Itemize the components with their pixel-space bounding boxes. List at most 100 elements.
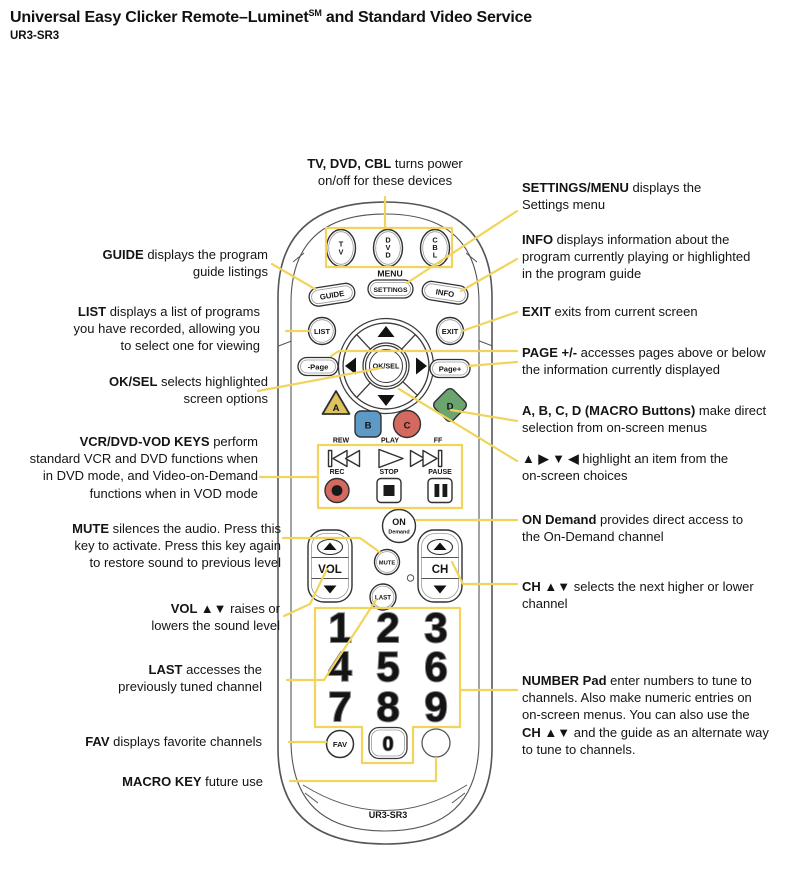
svg-text:REW: REW [333,438,350,445]
callout-abcd-macro: A, B, C, D (MACRO Buttons) make direct s… [522,403,767,436]
on-demand-button: ON Demand [381,508,417,544]
menu-label: MENU [377,269,402,279]
callout-last: LAST accesses the previously tuned chann… [118,662,262,695]
svg-text:STOP: STOP [380,469,399,476]
volume-rocker: VOL [307,529,353,603]
page-minus-button: -Page [297,356,339,377]
macro-key-blank [421,728,451,758]
svg-text:INFO: INFO [435,287,455,299]
digit-key: 2 [376,604,399,651]
svg-text:LAST: LAST [375,595,391,602]
record-icon [324,477,350,504]
callout-arrow-keys: ▲ ▶ ▼ ◀ highlight an item from the on-sc… [522,451,729,484]
fav-button: FAV [325,729,355,759]
page-plus-button: Page+ [429,358,471,379]
svg-text:OK/SEL: OK/SEL [373,362,400,371]
callout-vcr-keys: VCR/DVD-VOD KEYS perform standard VCR an… [29,434,258,501]
callout-page: PAGE +/- accesses pages above or below t… [522,345,766,378]
svg-text:FF: FF [434,438,443,445]
macro-a-button: A [321,390,351,415]
svg-text:A: A [333,403,340,414]
svg-text:MUTE: MUTE [379,560,396,566]
svg-text:D: D [385,251,391,260]
zero-button: 0 [368,726,408,760]
svg-text:ON: ON [392,517,406,527]
tv-button: T V [325,228,357,268]
callout-on-demand: ON Demand provides direct access to the … [522,512,744,545]
svg-text:LIST: LIST [314,327,330,336]
svg-text:C: C [432,236,438,245]
svg-text:D: D [447,402,454,413]
service-mark: SM [308,8,322,18]
pause-icon [427,477,453,504]
list-button: LIST [307,316,337,346]
device-buttons: T V D V D C B L [325,228,451,268]
cbl-button: C B L [419,228,451,268]
callout-mute: MUTE silences the audio. Press this key … [72,521,281,571]
svg-text:REC: REC [330,469,345,476]
callout-vol: VOL ▲▼ raises or lowers the sound level [151,601,280,634]
info-button: INFO [421,280,469,305]
model-number: UR3-SR3 [10,30,60,42]
arrow-left-icon [345,357,356,375]
svg-text:C: C [404,421,411,432]
callout-info: INFO displays information about the prog… [522,232,751,282]
svg-text:V: V [386,243,391,252]
callout-list: LIST displays a list of programs you hav… [73,304,260,354]
ok-sel-button: OK/SEL [364,344,408,388]
led-indicator [406,574,415,582]
svg-text:D: D [385,236,391,245]
fast-forward-icon [409,449,443,468]
svg-text:CH: CH [432,564,449,576]
ch-down-icon [433,585,447,594]
mute-button: MUTE [373,548,401,576]
digit-key: 9 [424,683,447,730]
svg-text:GUIDE: GUIDE [319,289,345,302]
svg-text:B: B [432,243,437,252]
page-title: Universal Easy Clicker Remote–LuminetSM … [10,8,533,26]
numberpad-group-box [313,606,462,765]
stop-icon [376,477,402,504]
number-pad: 1 2 3 4 5 6 7 8 9 [327,603,448,731]
exit-button: EXIT [435,316,465,346]
callout-guide: GUIDE displays the program guide listing… [102,247,268,280]
play-icon [378,448,404,469]
rewind-icon [327,449,361,468]
callout-fav: FAV displays favorite channels [85,734,262,749]
settings-button: SETTINGS [367,279,414,299]
device-group-box [324,226,454,269]
callout-tv-dvd-cbl: TV, DVD, CBL turns power on/off for thes… [307,156,463,189]
vcr-keys: REW PLAY FF REC STOP PAUSE [324,438,453,504]
remote-model-label: UR3-SR3 [369,810,408,820]
arrow-down-icon [377,395,395,406]
svg-text:PLAY: PLAY [381,438,399,445]
digit-key: 8 [376,683,399,730]
callout-ch: CH ▲▼ selects the next higher or lower c… [522,579,754,612]
vol-up-icon [323,542,337,550]
digit-key: 0 [382,734,393,756]
digit-key: 7 [328,683,351,730]
callout-number-pad: NUMBER Pad enter numbers to tune to chan… [522,673,769,757]
svg-text:VOL: VOL [318,564,342,576]
arrow-up-icon [377,326,395,337]
svg-text:SETTINGS: SETTINGS [374,287,408,294]
svg-text:T: T [339,240,344,249]
digit-key: 3 [424,604,447,651]
svg-text:Demand: Demand [388,530,409,536]
direction-pad: OK/SEL [337,317,435,415]
macro-b-button: B [354,410,382,438]
callout-lines [256,195,519,783]
callout-ok-sel: OK/SEL selects highlighted screen option… [109,374,268,407]
vol-down-icon [323,585,337,594]
svg-text:PAUSE: PAUSE [428,469,452,476]
digit-key: 6 [424,643,447,690]
channel-rocker: CH [417,529,463,603]
guide-button: GUIDE [308,282,356,307]
callout-exit: EXIT exits from current screen [522,304,698,319]
svg-text:V: V [339,248,344,257]
svg-text:L: L [433,251,438,260]
svg-text:Page+: Page+ [439,364,462,373]
svg-text:EXIT: EXIT [442,327,459,336]
